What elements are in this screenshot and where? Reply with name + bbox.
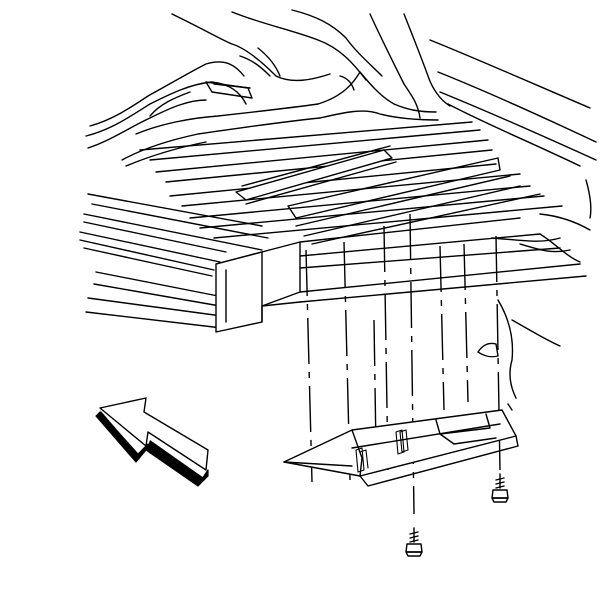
bolt-bottom (405, 527, 423, 557)
main-frame-rail (215, 213, 591, 333)
hex-bolt-icon (405, 473, 509, 557)
left-frame-rails (79, 193, 269, 329)
bolt-right (491, 473, 509, 503)
right-side-structure (477, 179, 592, 411)
skid-plate (283, 409, 519, 487)
upper-crossbeam (235, 145, 541, 245)
installation-guide-lines (305, 213, 501, 515)
floor-pan-contours (85, 9, 597, 167)
forward-direction-arrow-icon (95, 397, 209, 487)
